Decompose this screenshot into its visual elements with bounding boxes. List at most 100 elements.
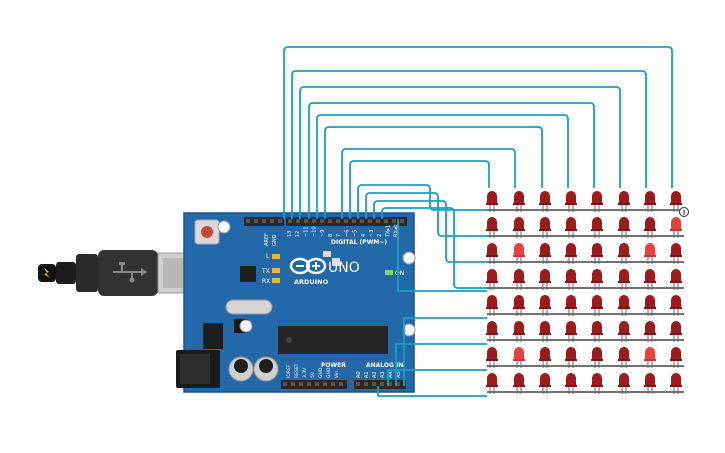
matrix-led[interactable] xyxy=(565,321,577,342)
pin-hole[interactable] xyxy=(288,219,292,223)
matrix-led[interactable] xyxy=(591,295,603,316)
pin-hole[interactable] xyxy=(388,382,392,386)
pin-hole[interactable] xyxy=(339,382,343,386)
matrix-led[interactable] xyxy=(513,373,525,394)
matrix-led[interactable] xyxy=(486,191,498,212)
matrix-led[interactable] xyxy=(670,321,682,342)
matrix-led[interactable] xyxy=(486,373,498,394)
matrix-led[interactable] xyxy=(591,191,603,212)
column-wire[interactable] xyxy=(316,114,569,219)
usb-cable[interactable] xyxy=(38,250,201,296)
pin-hole[interactable] xyxy=(328,219,332,223)
matrix-led[interactable] xyxy=(565,373,577,394)
pin-hole[interactable] xyxy=(307,382,311,386)
pin-hole[interactable] xyxy=(262,219,266,223)
matrix-led[interactable] xyxy=(670,217,682,238)
matrix-led[interactable] xyxy=(670,295,682,316)
pin-hole[interactable] xyxy=(323,382,327,386)
pin-hole[interactable] xyxy=(315,382,319,386)
matrix-led[interactable] xyxy=(591,243,603,264)
pin-hole[interactable] xyxy=(254,219,258,223)
matrix-led[interactable] xyxy=(539,321,551,342)
row-wire[interactable] xyxy=(357,184,487,219)
arduino-board[interactable]: L TX RX ON ARDUINO UNO DIGITAL (PWM~) PO… xyxy=(176,212,416,393)
matrix-led[interactable] xyxy=(591,217,603,238)
pin-hole[interactable] xyxy=(344,219,348,223)
matrix-led[interactable] xyxy=(565,295,577,316)
matrix-led[interactable] xyxy=(486,321,498,342)
matrix-led[interactable] xyxy=(513,217,525,238)
pin-hole[interactable] xyxy=(270,219,274,223)
matrix-led[interactable] xyxy=(644,321,656,342)
matrix-led[interactable] xyxy=(644,217,656,238)
matrix-led[interactable] xyxy=(486,269,498,290)
matrix-led[interactable] xyxy=(618,347,630,368)
pin-hole[interactable] xyxy=(336,219,340,223)
matrix-led[interactable] xyxy=(591,321,603,342)
matrix-led[interactable] xyxy=(565,243,577,264)
pin-hole[interactable] xyxy=(380,382,384,386)
row-wire[interactable] xyxy=(365,192,487,237)
analog-row-wire[interactable] xyxy=(395,343,487,386)
pin-hole[interactable] xyxy=(368,219,372,223)
pin-hole[interactable] xyxy=(352,219,356,223)
matrix-led[interactable] xyxy=(618,321,630,342)
matrix-led[interactable] xyxy=(486,243,498,264)
row-wire[interactable] xyxy=(373,200,487,263)
matrix-led[interactable] xyxy=(565,217,577,238)
matrix-led[interactable] xyxy=(591,269,603,290)
matrix-led[interactable] xyxy=(644,191,656,212)
matrix-led[interactable] xyxy=(539,269,551,290)
column-wire[interactable] xyxy=(324,126,543,219)
matrix-led[interactable] xyxy=(670,269,682,290)
matrix-led[interactable] xyxy=(618,217,630,238)
analog-row-wire[interactable] xyxy=(387,369,487,386)
matrix-led[interactable] xyxy=(539,217,551,238)
matrix-led[interactable] xyxy=(644,347,656,368)
row-wire[interactable] xyxy=(381,207,487,289)
wires[interactable] xyxy=(283,46,673,397)
matrix-led[interactable] xyxy=(539,347,551,368)
pin-hole[interactable] xyxy=(320,219,324,223)
pin-hole[interactable] xyxy=(400,219,404,223)
matrix-led[interactable] xyxy=(513,269,525,290)
matrix-led[interactable] xyxy=(644,295,656,316)
pin-hole[interactable] xyxy=(392,219,396,223)
matrix-led[interactable] xyxy=(591,373,603,394)
column-wire[interactable] xyxy=(349,160,490,219)
column-wire[interactable] xyxy=(299,86,621,219)
matrix-led[interactable] xyxy=(539,373,551,394)
pin-hole[interactable] xyxy=(291,382,295,386)
pin-hole[interactable] xyxy=(376,219,380,223)
pin-hole[interactable] xyxy=(304,219,308,223)
pin-hole[interactable] xyxy=(246,219,250,223)
pin-hole[interactable] xyxy=(396,382,400,386)
pin-hole[interactable] xyxy=(283,382,287,386)
pin-hole[interactable] xyxy=(360,219,364,223)
matrix-led[interactable] xyxy=(565,191,577,212)
matrix-led[interactable] xyxy=(539,191,551,212)
pin-hole[interactable] xyxy=(356,382,360,386)
column-wire[interactable] xyxy=(341,148,516,219)
pin-hole[interactable] xyxy=(296,219,300,223)
pin-hole[interactable] xyxy=(384,219,388,223)
matrix-led[interactable] xyxy=(486,295,498,316)
warning-marker[interactable]: ! xyxy=(679,207,689,218)
matrix-led[interactable] xyxy=(591,347,603,368)
pin-hole[interactable] xyxy=(364,382,368,386)
matrix-led[interactable] xyxy=(618,269,630,290)
analog-row-wire[interactable] xyxy=(377,386,487,397)
matrix-led[interactable] xyxy=(670,373,682,394)
matrix-led[interactable] xyxy=(565,347,577,368)
matrix-led[interactable] xyxy=(565,269,577,290)
matrix-led[interactable] xyxy=(513,295,525,316)
analog-row-wire[interactable] xyxy=(403,317,487,386)
matrix-led[interactable] xyxy=(486,347,498,368)
matrix-led[interactable] xyxy=(513,243,525,264)
matrix-led[interactable] xyxy=(618,295,630,316)
matrix-led[interactable] xyxy=(644,373,656,394)
matrix-led[interactable] xyxy=(644,243,656,264)
pin-hole[interactable] xyxy=(278,219,282,223)
matrix-led[interactable] xyxy=(618,243,630,264)
